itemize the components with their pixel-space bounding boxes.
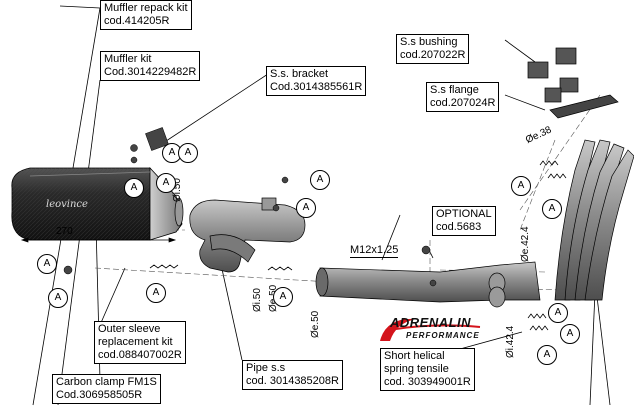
logo-swoosh [380, 318, 481, 341]
pipe-ss-name: Pipe s.s [246, 362, 286, 374]
adrenalin-performance-logo: ADRENALIN PERFORMANCE [376, 313, 486, 345]
callout-a: A [511, 176, 531, 196]
callout-a: A [156, 173, 176, 193]
logo-tagline: PERFORMANCE [406, 331, 480, 340]
spring-label: Short helical spring tensile cod. 303949… [380, 348, 475, 391]
callout-a: A [537, 345, 557, 365]
length-dimension-text: 270 [56, 226, 73, 237]
outer-sleeve-code: cod.088407002R [98, 349, 182, 361]
callout-a: A [560, 324, 580, 344]
outer-sleeve-line1: Outer sleeve [98, 323, 161, 335]
headers-drawing [554, 139, 634, 301]
thread-label: M12x1.25 [350, 244, 399, 258]
link-outer-diameter-text: Øe.50 [310, 310, 321, 338]
callout-a: A [178, 143, 198, 163]
logo-brand: ADRENALIN [390, 315, 472, 330]
spring-code: cod. 303949001R [384, 376, 471, 388]
optional-name: OPTIONAL [436, 208, 492, 220]
ss-flange-code: cod.207024R [430, 97, 496, 109]
pipe-ss-label: Pipe s.s cod. 3014385208R [242, 360, 343, 390]
callout-a: A [542, 199, 562, 219]
spring-line1: Short helical [384, 350, 445, 362]
ss-flange-label: S.s flange cod.207024R [426, 82, 500, 112]
outer-sleeve-label: Outer sleeve replacement kit cod.0884070… [94, 321, 186, 364]
muffler-kit-code: Cod.3014229482R [104, 66, 197, 78]
muffler-kit-label: Muffler kit Cod.3014229482R [100, 51, 201, 81]
carbon-clamp-label: Carbon clamp FM1S Cod.306958505R [52, 374, 161, 404]
optional-label: OPTIONAL cod.5683 [432, 206, 496, 236]
header-inner-diameter-text: Øi.42.4 [505, 325, 516, 358]
ss-flange-name: S.s flange [430, 84, 479, 96]
springs-drawing [149, 160, 567, 331]
muffler-repack-kit-label: Muffler repack kit cod.414205R [100, 0, 192, 30]
muffler-repack-kit-name: Muffler repack kit [104, 2, 188, 14]
muffler-kit-name: Muffler kit [104, 53, 152, 65]
callout-a: A [124, 178, 144, 198]
callout-a: A [48, 288, 68, 308]
collector-drawing [315, 261, 541, 308]
callout-a: A [310, 170, 330, 190]
ss-bracket-code: Cod.3014385561R [270, 81, 363, 93]
muffler-repack-kit-code: cod.414205R [104, 15, 170, 27]
ss-bushing-name: S.s bushing [400, 36, 458, 48]
callout-a: A [548, 303, 568, 323]
carbon-clamp-code: Cod.306958505R [56, 389, 143, 401]
optional-code: cod.5683 [436, 221, 482, 233]
callout-a: A [296, 198, 316, 218]
link-pipe-drawing [189, 197, 306, 273]
ss-bracket-label: S.s. bracket Cod.3014385561R [266, 66, 367, 96]
callout-a: A [273, 287, 293, 307]
callout-a: A [37, 254, 57, 274]
header-outer-diameter-text: Øe.42.4 [520, 226, 531, 262]
flange-and-bushings [527, 47, 619, 119]
ss-bracket-name: S.s. bracket [270, 68, 329, 80]
callout-a: A [146, 283, 166, 303]
length-dimension [20, 237, 177, 243]
spring-line2: spring tensile [384, 363, 449, 375]
pipe-inner-diameter-text: Øi.50 [252, 288, 263, 312]
outer-sleeve-line2: replacement kit [98, 336, 173, 348]
pipe-ss-code: cod. 3014385208R [246, 375, 339, 387]
svg-text:leovince: leovince [46, 199, 88, 210]
carbon-clamp-name: Carbon clamp FM1S [56, 376, 157, 388]
ss-bushing-label: S.s bushing cod.207022R [396, 34, 470, 64]
ss-bushing-code: cod.207022R [400, 49, 466, 61]
